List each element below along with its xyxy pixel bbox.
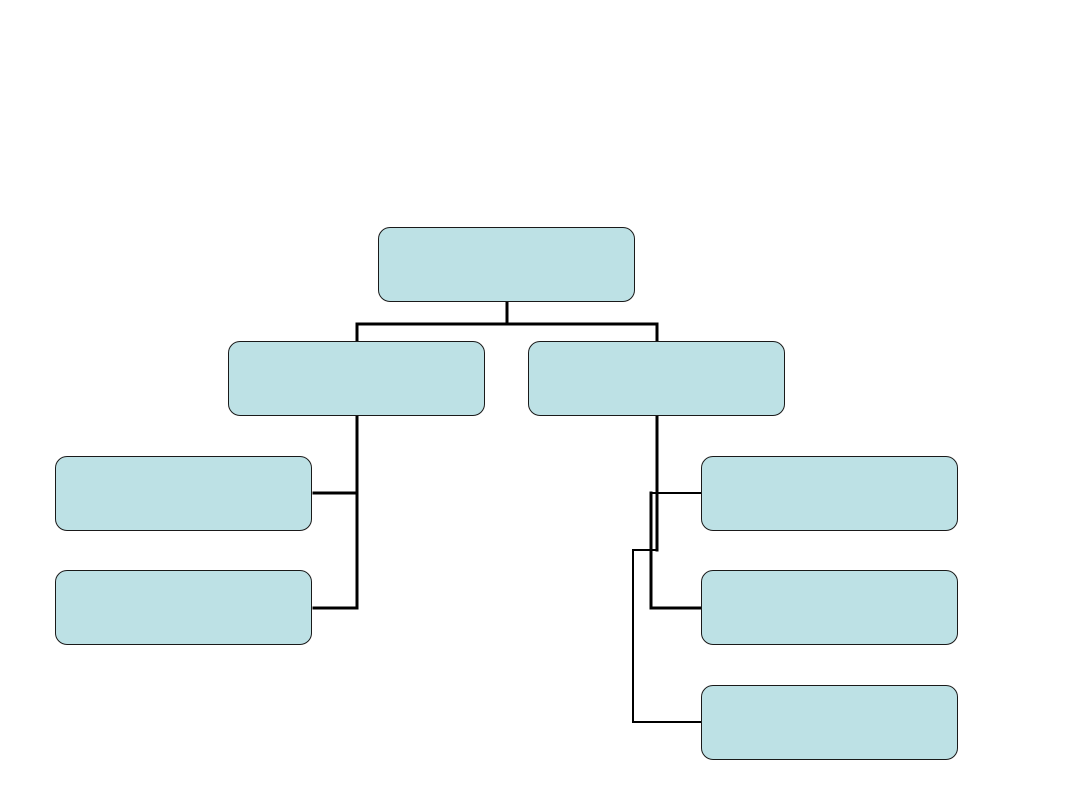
org-node-left-child-2 bbox=[55, 570, 312, 645]
org-node-root bbox=[378, 227, 635, 302]
org-node-left-branch bbox=[228, 341, 485, 416]
org-node-right-child-3 bbox=[701, 685, 958, 760]
org-node-left-child-1 bbox=[55, 456, 312, 531]
connector-root-to-right-branch bbox=[505, 322, 659, 343]
connector-right-branch-to-child-2 bbox=[649, 491, 703, 610]
org-node-right-child-2 bbox=[701, 570, 958, 645]
org-node-right-branch bbox=[528, 341, 785, 416]
org-node-right-child-1 bbox=[701, 456, 958, 531]
connector-right-branch-to-child-3 bbox=[632, 549, 702, 723]
connector-root-to-left-branch bbox=[355, 300, 509, 343]
